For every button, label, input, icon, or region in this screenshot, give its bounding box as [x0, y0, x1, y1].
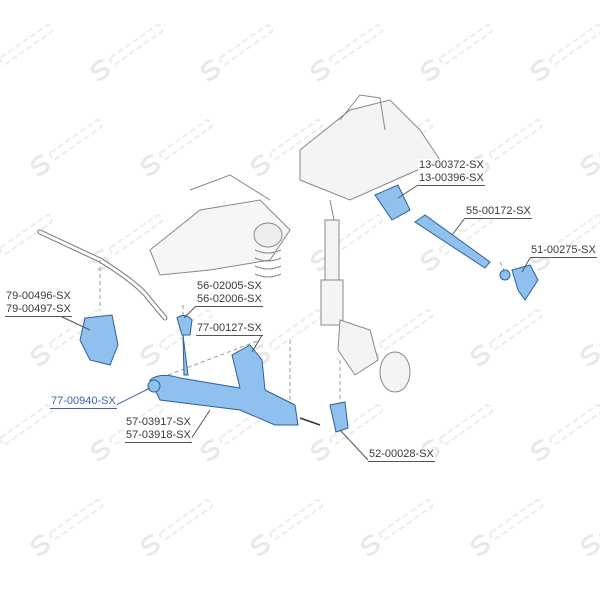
- stabilizer-bushing: [79, 314, 119, 366]
- watermark-logo: [200, 404, 274, 462]
- label-77-00127[interactable]: 77-00127-SX: [196, 322, 263, 336]
- watermark-logo: [470, 499, 544, 557]
- watermark-logo: [140, 119, 214, 177]
- label-79-00497[interactable]: 79-00497-SX: [5, 303, 72, 317]
- watermark-logo: [250, 119, 324, 177]
- label-56-02006[interactable]: 56-02006-SX: [196, 293, 263, 307]
- watermark-logo: [530, 24, 600, 82]
- label-57-03917[interactable]: 57-03917-SX: [125, 416, 192, 429]
- tie-rod: [414, 214, 491, 269]
- watermark-logo: [250, 499, 324, 557]
- steering-knuckle: [337, 319, 379, 376]
- label-79-00496[interactable]: 79-00496-SX: [5, 290, 72, 303]
- label-57-03918[interactable]: 57-03918-SX: [125, 429, 192, 443]
- watermark-logo: [200, 24, 274, 82]
- label-51-00275[interactable]: 51-00275-SX: [530, 244, 597, 258]
- watermark-logo: [310, 404, 384, 462]
- watermark-logo: [30, 119, 104, 177]
- steering-boot: [374, 184, 411, 221]
- label-56-02005[interactable]: 56-02005-SX: [196, 280, 263, 293]
- ball-joint: [329, 401, 349, 433]
- watermark-logo: [580, 499, 600, 557]
- watermark-logo: [530, 404, 600, 462]
- label-13-00396[interactable]: 13-00396-SX: [418, 172, 485, 186]
- watermark-logo: [30, 499, 104, 557]
- watermark-logo: [360, 499, 434, 557]
- coil-spring: [253, 222, 283, 278]
- lower-control-arm: [149, 344, 299, 426]
- watermark-logo: [580, 309, 600, 367]
- label-52-00028[interactable]: 52-00028-SX: [368, 448, 435, 462]
- watermark-logo: [0, 214, 54, 256]
- shock-absorber: [320, 199, 344, 326]
- watermark-logo: [0, 24, 54, 66]
- label-77-00940[interactable]: 77-00940-SX: [50, 395, 117, 409]
- watermark-logo: [420, 24, 494, 82]
- tie-rod-nut: [499, 269, 511, 281]
- watermark-logo: [30, 309, 104, 367]
- label-13-00372[interactable]: 13-00372-SX: [418, 159, 485, 172]
- watermark-logo: [420, 214, 494, 272]
- crossmember: [149, 199, 291, 276]
- hub: [379, 351, 411, 393]
- watermark-logo: [470, 309, 544, 367]
- tie-rod-end: [511, 264, 539, 301]
- watermark-logo: [0, 404, 54, 446]
- label-55-00172[interactable]: 55-00172-SX: [465, 205, 532, 219]
- watermark-logo: [90, 24, 164, 82]
- watermark-logo: [140, 499, 214, 557]
- watermark-logo: [580, 119, 600, 177]
- stabilizer-link: [176, 314, 193, 376]
- watermark-logo: [310, 24, 384, 82]
